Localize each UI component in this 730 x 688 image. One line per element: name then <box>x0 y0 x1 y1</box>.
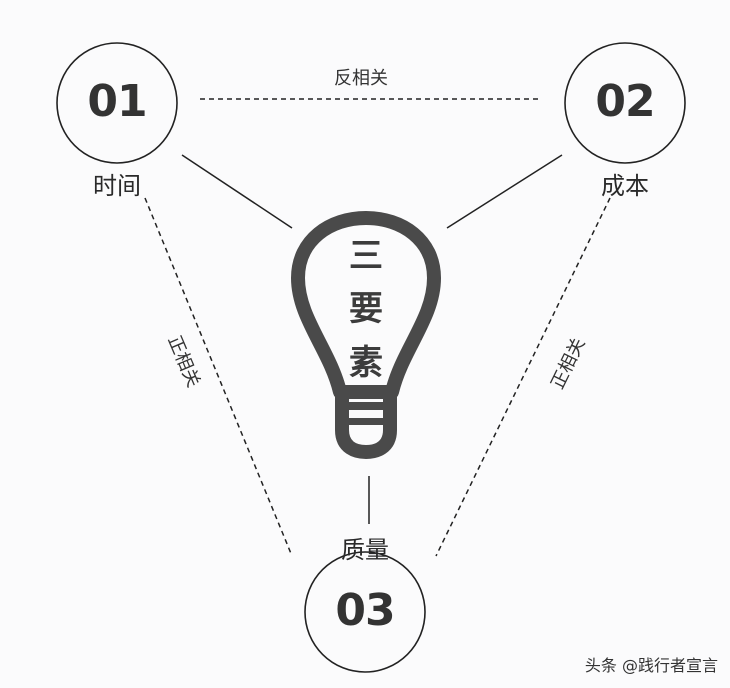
dashed-line-time-quality <box>144 197 293 557</box>
node-circle-02 <box>564 42 686 164</box>
node-label-cost: 成本 <box>601 172 649 200</box>
node-circle-01 <box>56 42 178 164</box>
node-label-time: 时间 <box>93 172 141 200</box>
bulb-band <box>336 402 396 410</box>
node-number-01: 01 <box>87 76 147 127</box>
node-number-03: 03 <box>335 585 395 636</box>
node-label-quality: 质量 <box>341 536 389 564</box>
connector-cost <box>446 154 563 229</box>
center-title-char-2: 要 <box>349 289 383 329</box>
bulb-band-2 <box>336 418 396 425</box>
lightbulb-icon <box>291 211 441 459</box>
node-number-02: 02 <box>595 76 655 127</box>
connector-time <box>181 154 293 229</box>
center-title-char-1: 三 <box>349 236 383 276</box>
node-circle-03 <box>304 551 426 673</box>
relation-label-time-cost: 反相关 <box>334 68 388 89</box>
watermark: 头条 @践行者宣言 <box>584 656 718 675</box>
dashed-line-cost-quality <box>435 197 611 557</box>
center-title-char-3: 素 <box>349 343 383 383</box>
